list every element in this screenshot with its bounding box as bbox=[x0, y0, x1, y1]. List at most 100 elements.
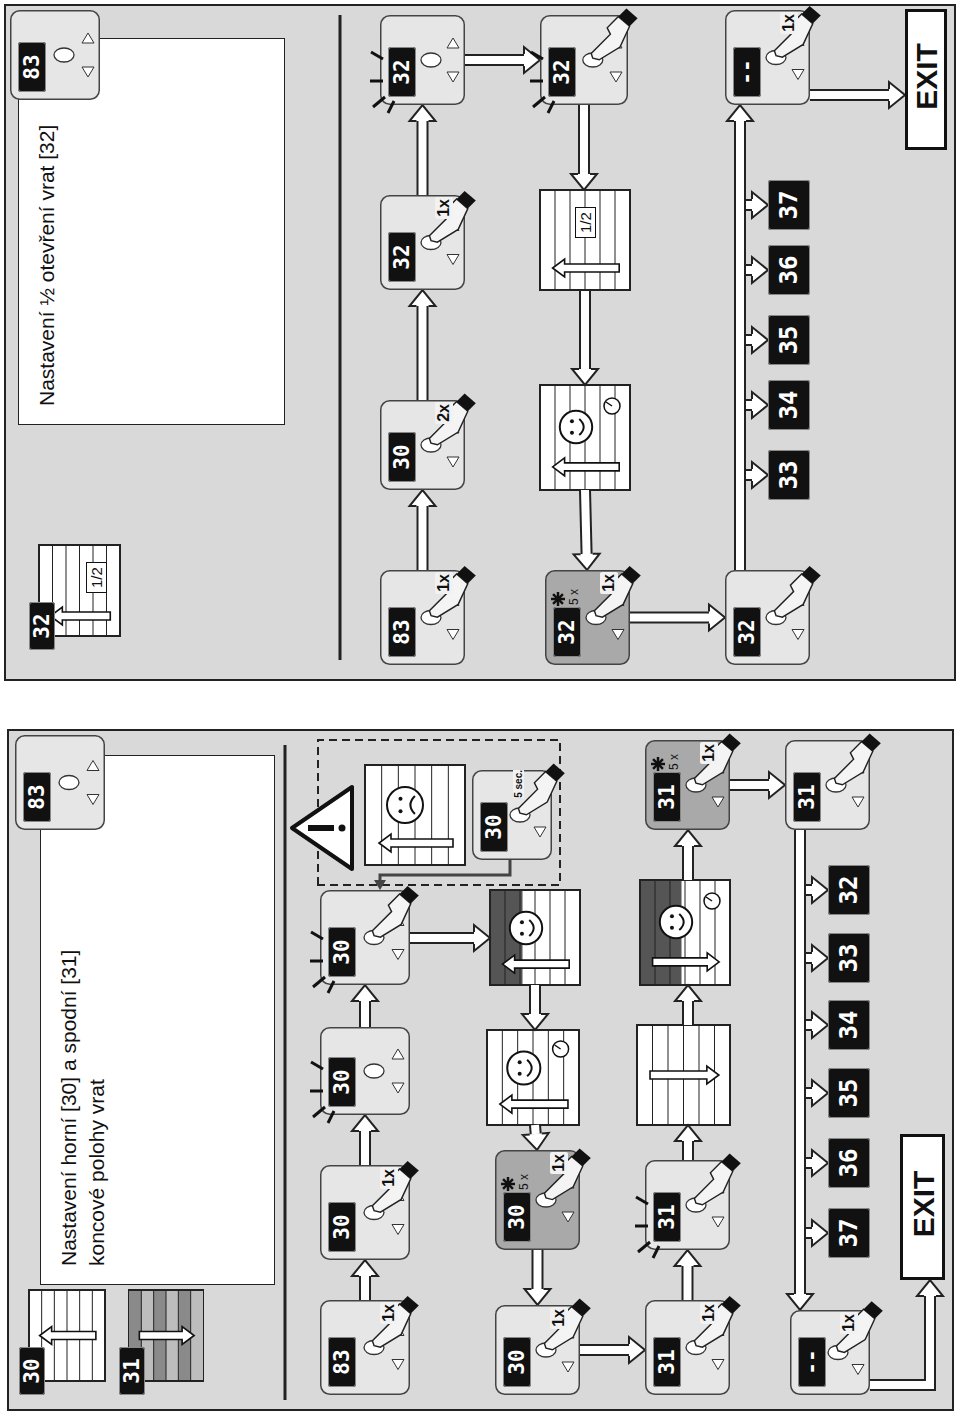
arrow-shaft bbox=[359, 1276, 371, 1300]
arrowhead bbox=[787, 1294, 813, 1310]
face bbox=[560, 411, 592, 443]
hand bbox=[591, 9, 637, 60]
arrowhead bbox=[352, 1115, 378, 1131]
repeat-count: 5 x bbox=[567, 589, 581, 605]
face bbox=[387, 787, 423, 823]
gate-frame bbox=[490, 890, 580, 985]
arrowhead-outline bbox=[812, 1150, 828, 1176]
button-left bbox=[852, 797, 864, 807]
arrowhead-outline bbox=[410, 490, 436, 506]
hand-cuff bbox=[572, 1148, 591, 1166]
arrow-shaft bbox=[810, 91, 889, 99]
button-left bbox=[447, 72, 459, 82]
arrow-shaft bbox=[361, 1276, 369, 1300]
direction-arrow bbox=[553, 458, 620, 476]
flow-arrow bbox=[870, 1280, 943, 1385]
flow-arrow bbox=[572, 290, 598, 385]
display-code: 30 bbox=[328, 1202, 356, 1252]
arrowhead-outline bbox=[812, 877, 828, 903]
eye bbox=[399, 809, 403, 813]
control-unit: 31 bbox=[645, 1160, 730, 1250]
gate-slat-line bbox=[585, 190, 586, 290]
button-left bbox=[392, 950, 404, 960]
warning-mark bbox=[308, 825, 334, 831]
gate-icon: 32 1/2 bbox=[25, 545, 120, 650]
arrowhead bbox=[410, 290, 436, 306]
arrow-shaft bbox=[419, 306, 427, 400]
control-unit: 31 bbox=[785, 740, 870, 830]
hand-cuff bbox=[457, 394, 476, 412]
warning-mark bbox=[339, 825, 346, 832]
hand bbox=[429, 191, 475, 242]
gate-slat-line bbox=[431, 765, 432, 865]
arrow-shaft bbox=[585, 490, 587, 554]
display: 35 bbox=[828, 1068, 870, 1118]
arrow-shaft bbox=[796, 830, 804, 1294]
arrowhead bbox=[352, 1260, 378, 1276]
arrow-shaft bbox=[684, 1001, 692, 1025]
arrowhead-outline bbox=[571, 174, 597, 190]
eye bbox=[670, 926, 674, 930]
hand-cuff bbox=[400, 1161, 419, 1179]
arrow-shaft bbox=[682, 846, 694, 880]
arrowhead-outline bbox=[675, 1250, 701, 1266]
hand-finger bbox=[834, 742, 872, 785]
arrowhead bbox=[752, 192, 768, 218]
arrow-shaft bbox=[585, 490, 587, 554]
display-code: 32 bbox=[553, 607, 581, 657]
button-oval bbox=[364, 1064, 384, 1078]
hand-cuff bbox=[457, 566, 476, 584]
flash-ray bbox=[311, 1062, 323, 1069]
flow-arrow bbox=[352, 1115, 378, 1165]
arrowhead bbox=[352, 985, 378, 1001]
arrow-shaft bbox=[359, 1001, 371, 1027]
flow-arrow bbox=[523, 1125, 549, 1150]
control-unit: 311x bbox=[645, 1300, 730, 1395]
arrowhead bbox=[571, 174, 597, 190]
arrow-shaft bbox=[682, 1141, 694, 1160]
hand-cuff bbox=[457, 191, 476, 209]
mouth bbox=[410, 796, 415, 814]
arrowhead-outline bbox=[787, 1294, 813, 1310]
arrow-shaft bbox=[465, 56, 524, 64]
flow-arrow bbox=[810, 82, 905, 108]
arrowhead bbox=[675, 830, 701, 846]
arrow-shaft bbox=[630, 614, 709, 622]
display-code: 83 bbox=[23, 772, 51, 822]
hand-finger bbox=[694, 742, 732, 785]
arrowhead-outline bbox=[572, 369, 598, 385]
flash-ray bbox=[313, 977, 325, 987]
display: 37 bbox=[768, 180, 810, 230]
arrowhead bbox=[709, 605, 725, 631]
control-unit: 83 bbox=[15, 735, 105, 830]
clock bbox=[553, 1041, 569, 1057]
gate-picture bbox=[640, 880, 730, 985]
arrowhead-outline bbox=[769, 772, 785, 798]
hand-finger bbox=[544, 1307, 582, 1350]
arrowhead-outline bbox=[522, 1014, 548, 1030]
hand-finger bbox=[836, 1309, 874, 1352]
display-code: 32 bbox=[733, 607, 761, 657]
title-box: Nastavení horní [30] a spodní [31] konco… bbox=[40, 755, 275, 1285]
arrowhead-outline bbox=[752, 192, 768, 218]
flash-ray bbox=[310, 1090, 323, 1093]
button-oval bbox=[421, 53, 441, 67]
control-unit: 30 bbox=[320, 890, 410, 985]
arrowhead bbox=[572, 369, 598, 385]
node-shape bbox=[540, 190, 630, 290]
position-label: 1/2 bbox=[86, 562, 107, 593]
button-left bbox=[792, 630, 804, 640]
direction-arrow bbox=[50, 607, 110, 625]
arrow-shaft bbox=[529, 985, 541, 1014]
control-unit: 32 bbox=[380, 15, 465, 105]
display: 37 bbox=[828, 1208, 870, 1258]
button-right bbox=[82, 33, 94, 43]
face bbox=[660, 906, 692, 938]
hand bbox=[694, 1154, 740, 1205]
eye bbox=[520, 932, 524, 936]
exit-label: EXIT bbox=[903, 1131, 948, 1277]
display-code: 32 bbox=[29, 602, 55, 650]
display: 32 bbox=[828, 865, 870, 915]
control-unit: 302x bbox=[380, 400, 465, 490]
display-code: 31 bbox=[653, 1192, 681, 1242]
